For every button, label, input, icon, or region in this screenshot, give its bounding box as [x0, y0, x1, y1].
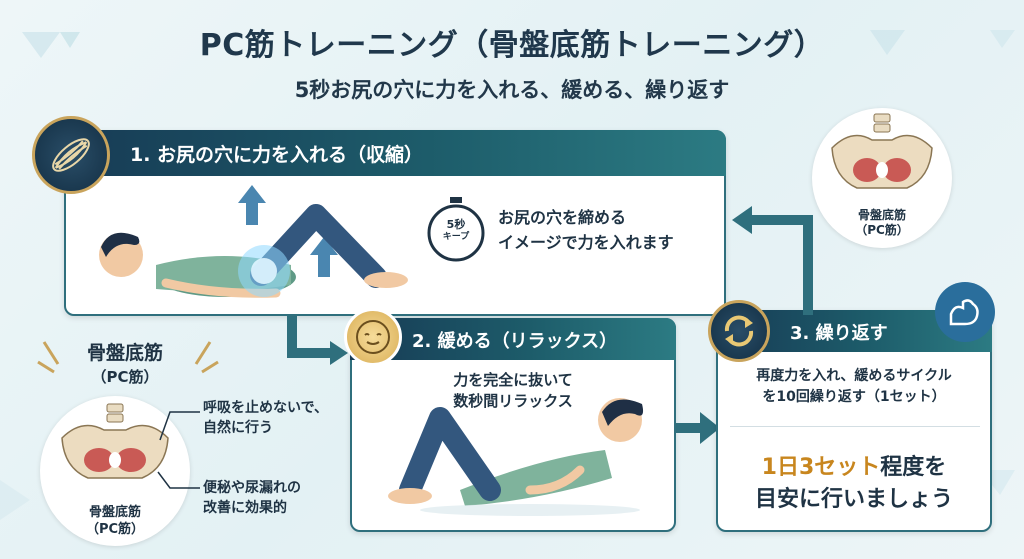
step3-divider	[730, 426, 980, 427]
left-heading-accent	[37, 341, 219, 374]
pelvis-caption-left-line2: （PC筋）	[85, 522, 145, 537]
step3-text-line1: 再度力を入れ、緩めるサイクル	[756, 368, 952, 384]
step2-text-line1: 力を完全に抜いて	[453, 371, 573, 389]
flow-arrow-1-to-2	[287, 315, 348, 365]
step2-header: 2. 緩める（リラックス）	[350, 318, 676, 360]
step3-description: 再度力を入れ、緩めるサイクル を10回繰り返す（1セット）	[716, 366, 992, 408]
step2-heading: 2. 緩める（リラックス）	[412, 331, 618, 352]
step2-illustration	[388, 398, 644, 516]
left-heading-line2: （PC筋）	[91, 368, 159, 386]
daily-goal-line1: 1日3セット程度を	[716, 452, 992, 484]
flow-arrow-3-to-1	[732, 206, 813, 315]
up-arrow-icon	[310, 237, 338, 277]
strong-arm-icon	[935, 282, 995, 342]
step1-header: 1. お尻の穴に力を入れる（収縮）	[64, 130, 726, 176]
left-heading: 骨盤底筋 （PC筋）	[40, 340, 210, 388]
page-subtitle: 5秒お尻の穴に力を入れる、緩める、繰り返す	[294, 78, 730, 102]
tip-breathing-line1: 呼吸を止めないで、	[203, 400, 329, 416]
pelvis-caption-right: 骨盤底筋 （PC筋）	[812, 208, 952, 238]
tip-breathing-line2: 自然に行う	[203, 420, 273, 436]
daily-goal-line2: 目安に行いましょう	[754, 487, 953, 512]
step2-description: 力を完全に抜いて 数秒間リラックス	[350, 370, 676, 412]
step1-text-line2: イメージで力を入れます	[498, 233, 674, 252]
daily-goal: 1日3セット程度を 目安に行いましょう	[716, 452, 992, 516]
step2-text-line2: 数秒間リラックス	[453, 392, 573, 410]
muscle-fiber-icon	[52, 138, 90, 172]
repeat-cycle-icon	[724, 315, 754, 347]
left-heading-line1: 骨盤底筋	[86, 342, 163, 364]
tip-benefits: 便秘や尿漏れの 改善に効果的	[203, 478, 301, 518]
goal-highlight: 1日3セット	[761, 455, 881, 480]
tip-benefits-line2: 改善に効果的	[203, 500, 287, 516]
relax-face-icon	[344, 308, 402, 366]
tip-benefits-line1: 便秘や尿漏れの	[203, 480, 301, 496]
pelvis-caption-right-line1: 骨盤底筋	[857, 208, 906, 222]
stopwatch-icon	[427, 197, 485, 262]
repeat-icon-badge	[708, 300, 770, 362]
flow-arrow-2-to-3	[676, 412, 720, 444]
pelvis-caption-left-line1: 骨盤底筋	[88, 505, 141, 520]
step1-heading: 1. お尻の穴に力を入れる（収縮）	[130, 144, 424, 166]
tip-breathing: 呼吸を止めないで、 自然に行う	[203, 398, 328, 438]
up-arrow-icon	[238, 185, 266, 225]
step3-heading: 3. 繰り返す	[790, 323, 888, 344]
pelvis-illustration	[831, 113, 933, 189]
step1-description: お尻の穴を締める イメージで力を入れます	[498, 205, 674, 255]
timer-seconds: 5秒	[446, 218, 466, 231]
pelvis-illustration	[61, 403, 169, 479]
pelvis-caption-left: 骨盤底筋 （PC筋）	[40, 504, 190, 538]
step1-illustration	[99, 185, 408, 298]
tip-pointer-lines	[157, 411, 200, 489]
timer-keep: キープ	[442, 232, 470, 242]
muscle-icon-badge	[32, 116, 110, 194]
step3-text-line2: を10回繰り返す（1セット）	[762, 389, 946, 405]
stopwatch-label: 5秒 キープ	[425, 218, 487, 244]
page-title: PC筋トレーニング（骨盤底筋トレーニング）	[199, 28, 825, 63]
pelvis-caption-right-line2: （PC筋）	[855, 223, 909, 237]
step1-text-line1: お尻の穴を締める	[498, 208, 627, 227]
pelvis-badge-right: 骨盤底筋 （PC筋）	[812, 108, 952, 248]
goal-rest: 程度を	[880, 455, 947, 480]
pelvis-badge-left: 骨盤底筋 （PC筋）	[40, 396, 190, 546]
